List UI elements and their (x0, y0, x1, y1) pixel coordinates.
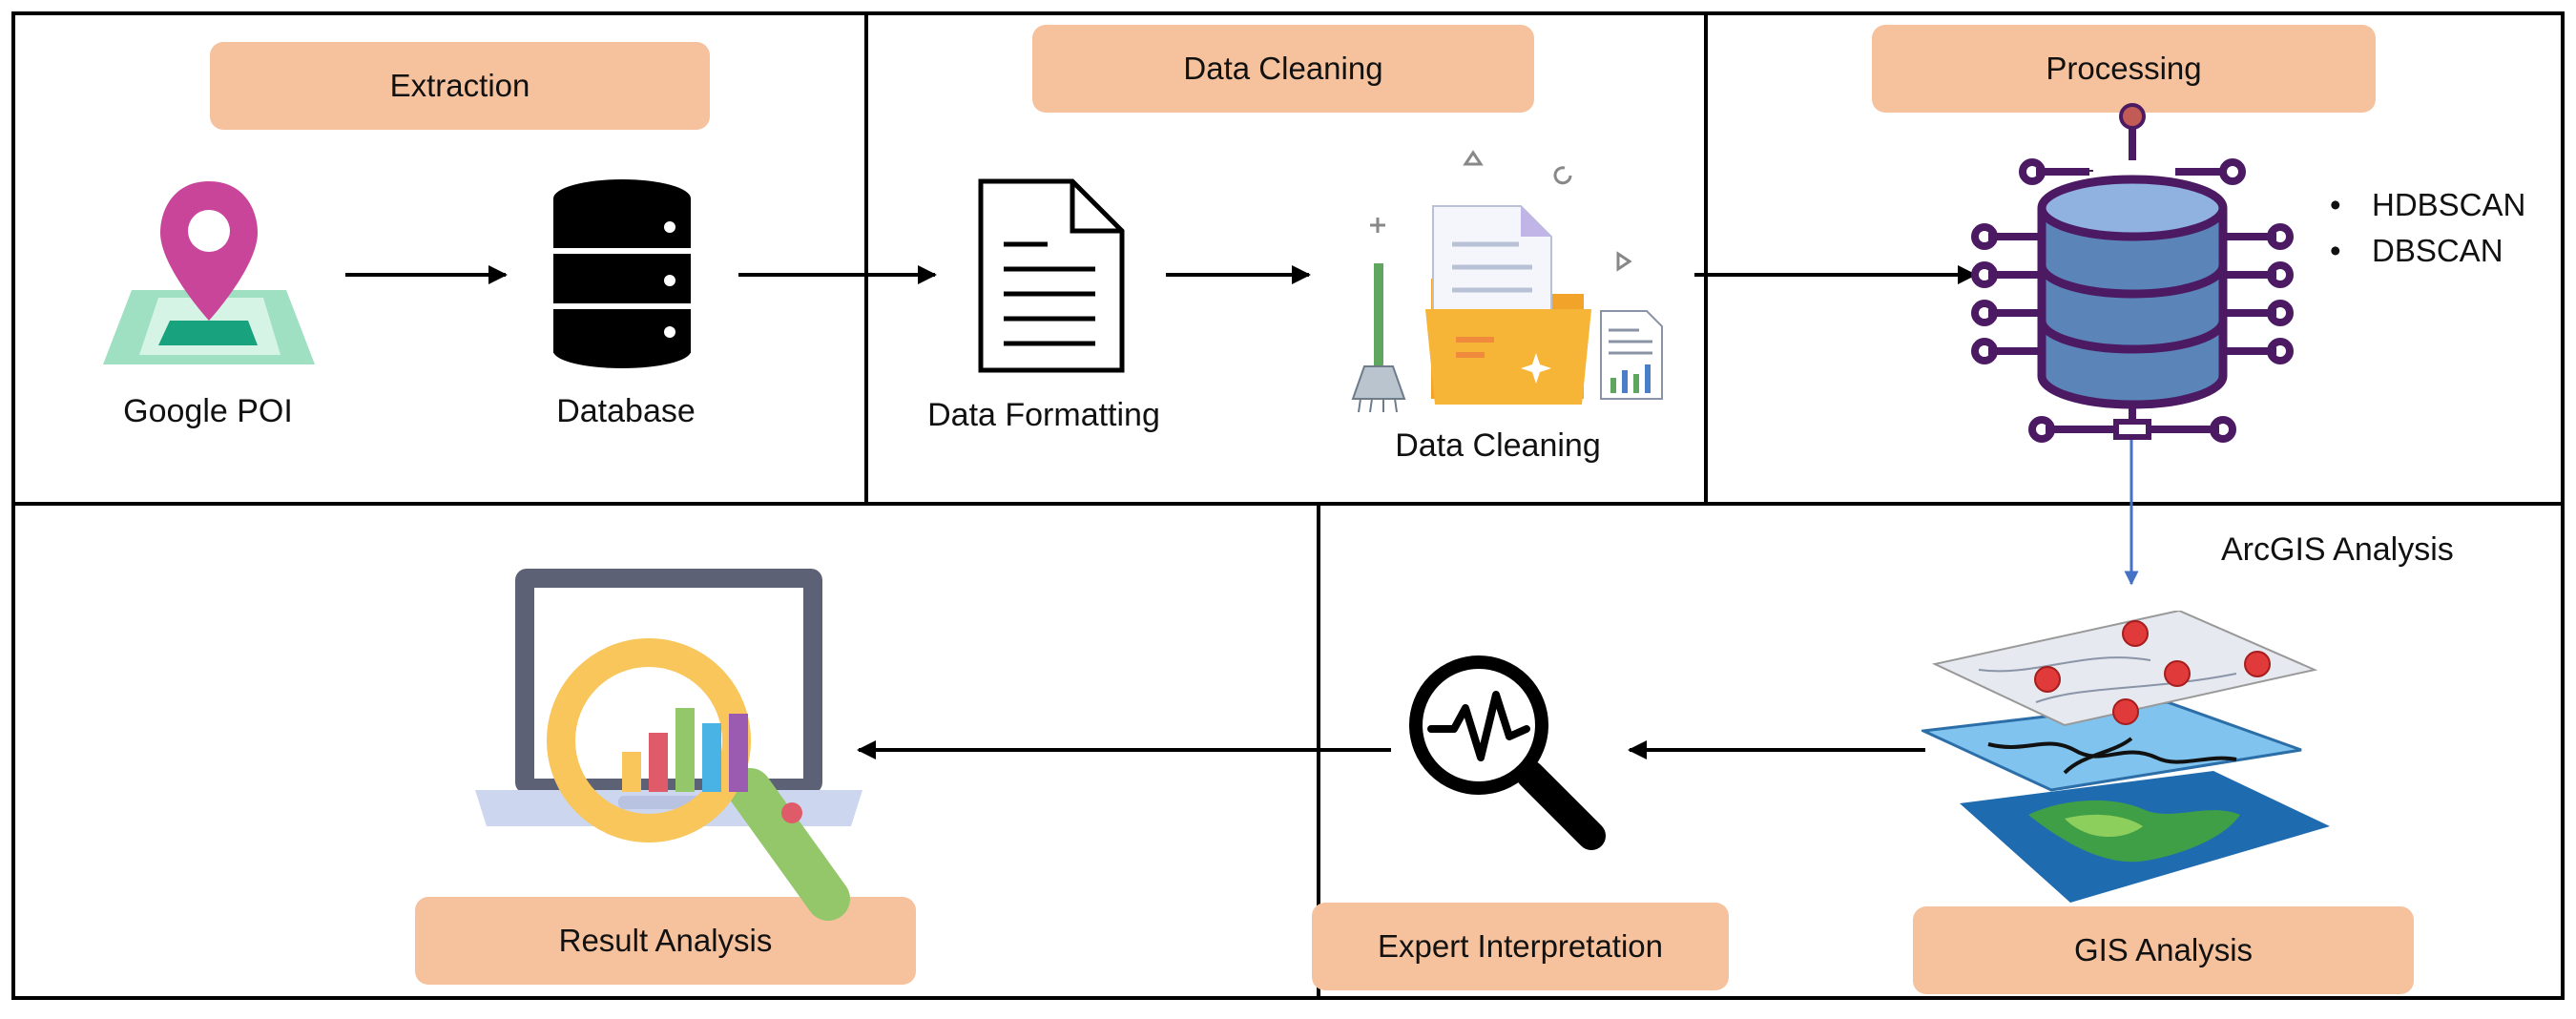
algorithm-item: DBSCAN (2330, 233, 2503, 269)
node-label-data-formatting: Data Formatting (927, 397, 1160, 433)
stage-label-expert-interpretation: Expert Interpretation (1312, 903, 1729, 990)
laptop-analytics-icon (475, 569, 862, 921)
stage-label-gis-analysis: GIS Analysis (1913, 906, 2414, 994)
gis-layers-icon (1922, 611, 2330, 903)
node-label-google-poi: Google POI (123, 393, 293, 429)
stage-label-processing: Processing (1872, 25, 2376, 113)
document-icon (978, 178, 1125, 373)
stage-label-extraction: Extraction (210, 42, 710, 130)
magnifier-pulse-icon (1409, 655, 1606, 850)
node-label-data-cleaning: Data Cleaning (1395, 427, 1601, 464)
map-pin-icon (103, 181, 315, 364)
arcgis-annotation: ArcGIS Analysis (2221, 531, 2454, 568)
algorithm-item: HDBSCAN (2330, 187, 2525, 223)
database-network-icon (1971, 103, 2294, 443)
stage-label-data-cleaning: Data Cleaning (1032, 25, 1534, 113)
database-icon (553, 179, 691, 368)
cleaning-folder-icon (1351, 150, 1663, 413)
node-label-database: Database (556, 393, 696, 429)
